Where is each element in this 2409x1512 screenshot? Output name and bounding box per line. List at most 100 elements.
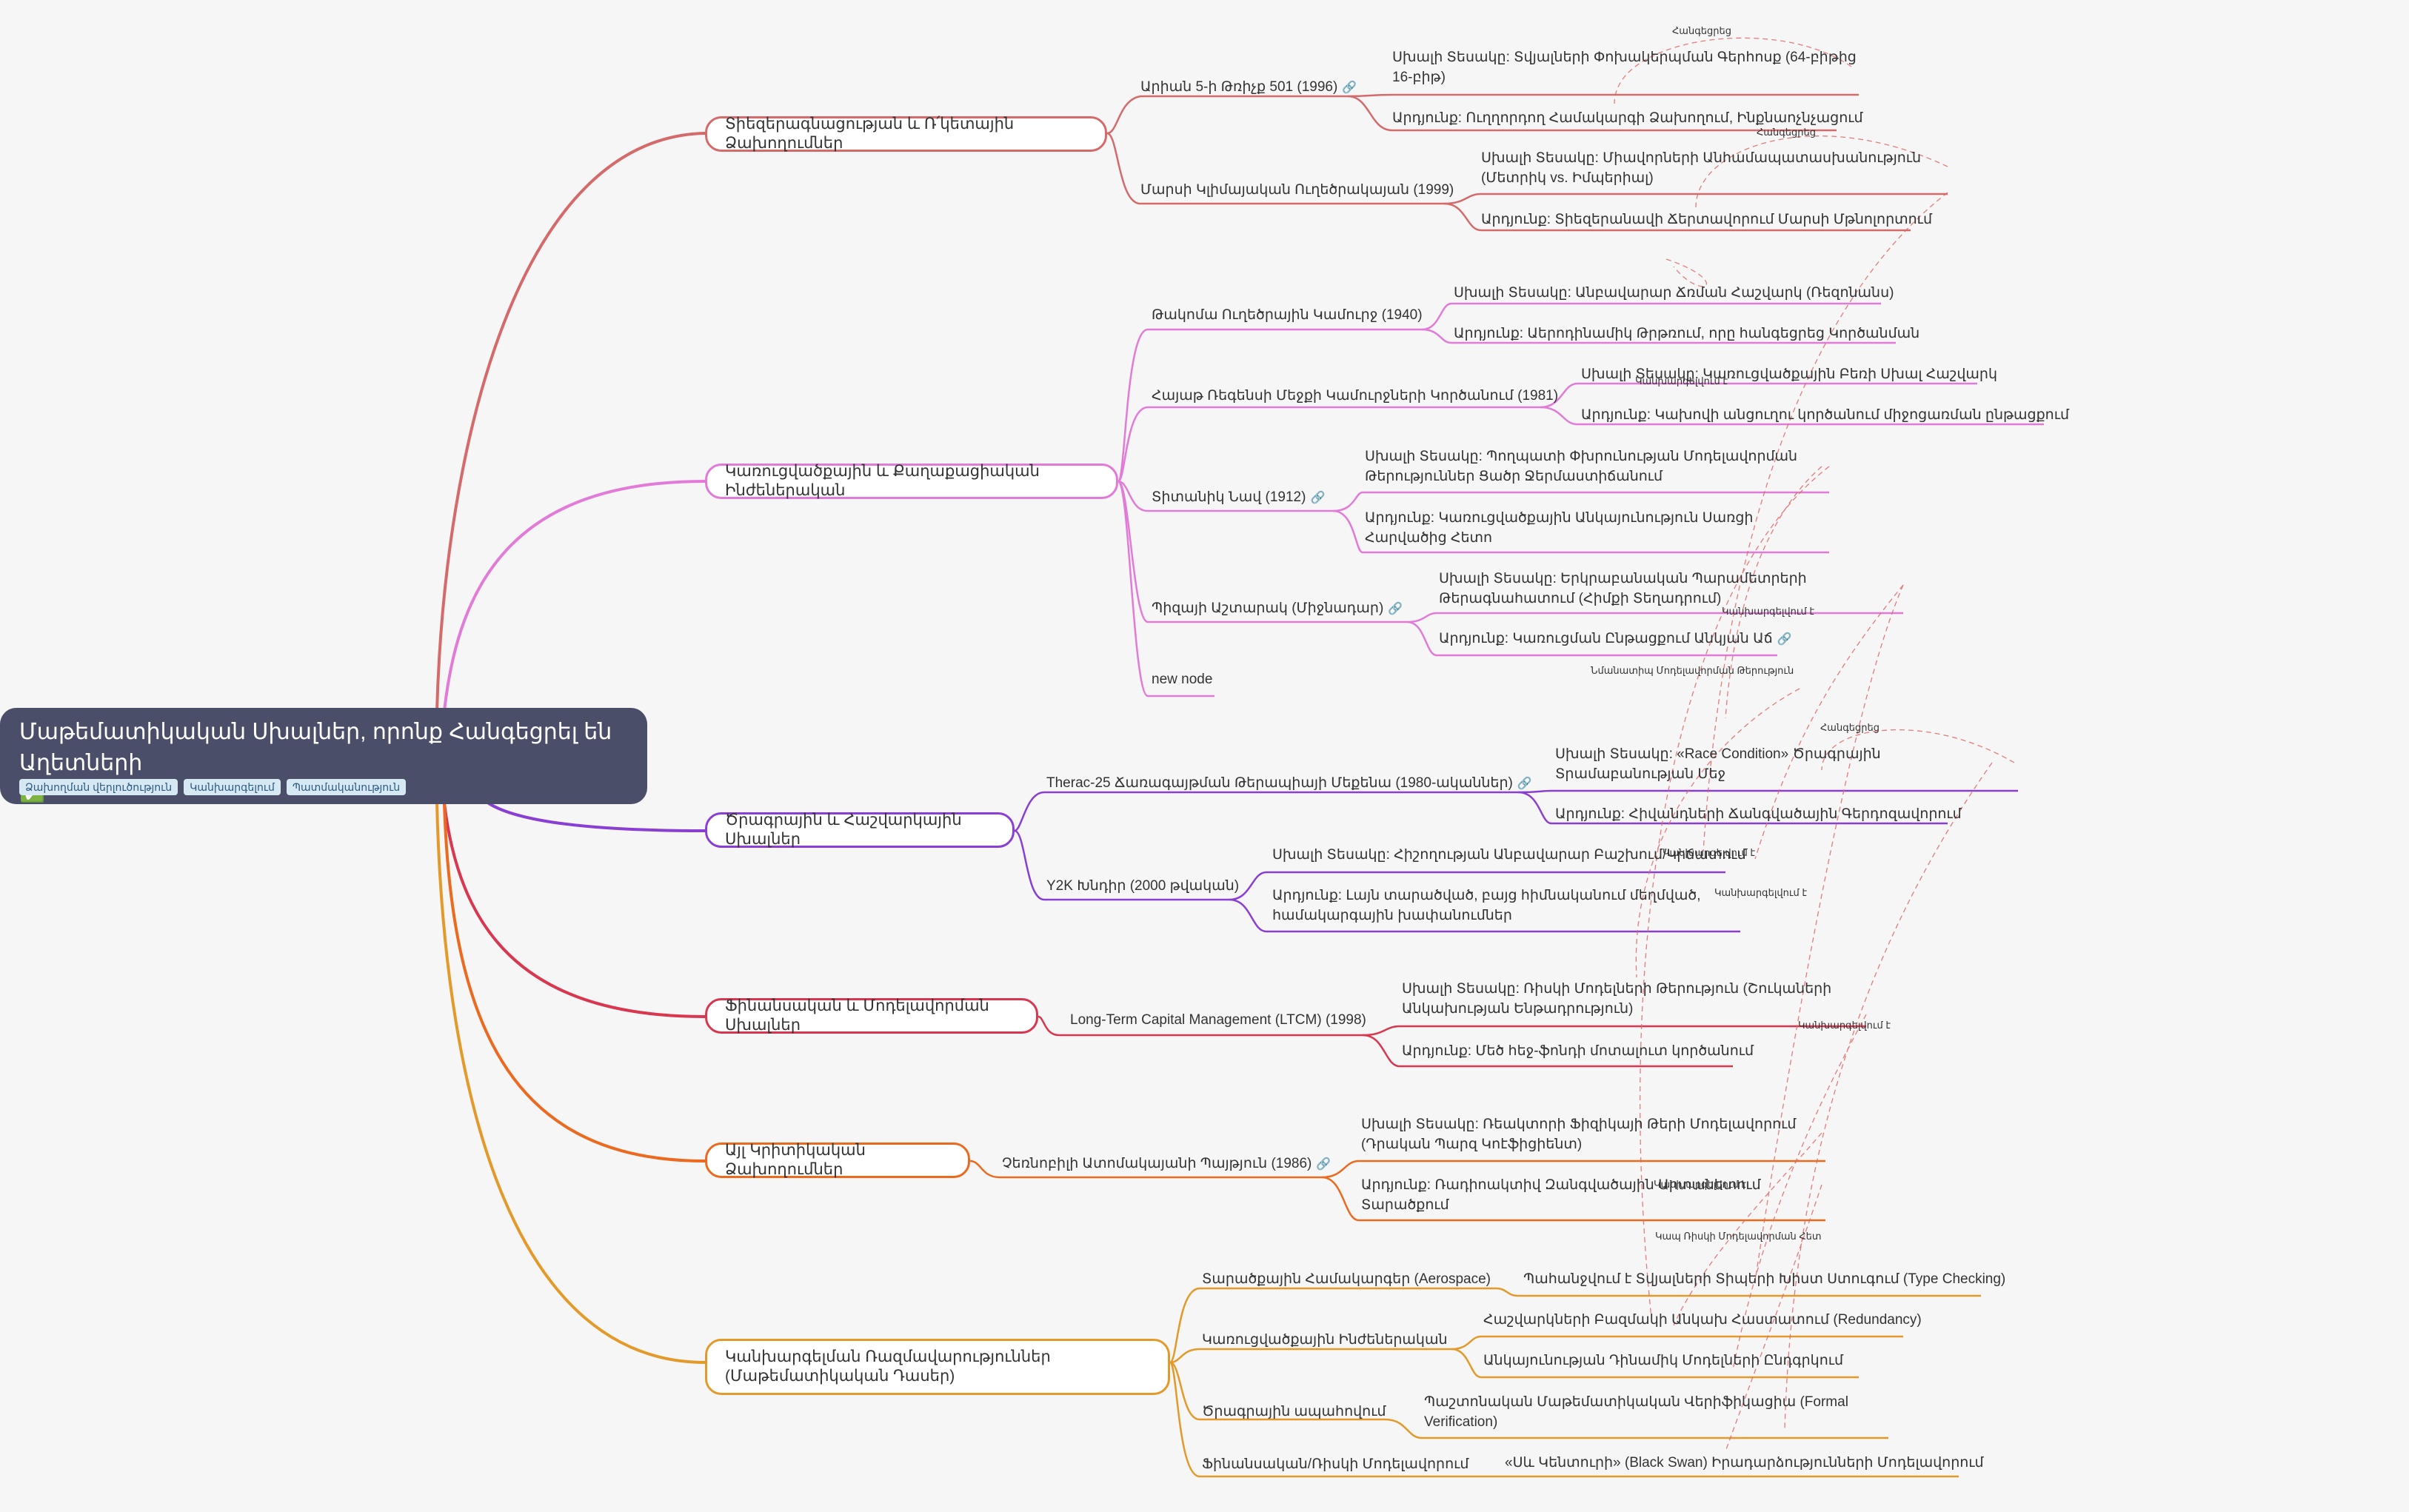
leaf-b6-i0-0[interactable]: Պահանջվում է Տվյալների Տիպերի Խիստ Ստուգ…	[1523, 1271, 2006, 1287]
link-icon[interactable]: 🔗	[1517, 777, 1532, 790]
tag[interactable]: Ձախողման վերլուծություն	[19, 779, 178, 795]
branch-label: Ֆինանսական և Մոդելավորման Սխալներ	[725, 997, 989, 1034]
relation-line-r14	[1665, 258, 1707, 287]
relation-label-r6[interactable]: Կանխարգելվում է	[1663, 847, 1756, 858]
leaf-b3-i0-1[interactable]: Արդյունք: Հիվանդների Ճանգվածային Գերդոզա…	[1555, 806, 1962, 822]
b4-i0-leaf0-link	[1362, 1025, 1866, 1037]
node-b6-i3[interactable]: Ֆինանսական/Ռիսկի Մոդելավորում	[1202, 1456, 1469, 1472]
relation-line-r13	[1703, 192, 1948, 852]
b1-i0-leaf1-link	[1347, 95, 1837, 132]
relation-line-r4	[1635, 688, 1800, 978]
branch-b3[interactable]: Ծրագրային և Հաշվարկային Սխալներ	[705, 812, 1015, 848]
relation-label-r3[interactable]: Կանխարգելվում է	[1722, 606, 1815, 617]
node-b6-i1[interactable]: Կառուցվածքային Ինժեներական	[1202, 1332, 1448, 1348]
b1-link-i1	[1106, 132, 1444, 205]
branch-label: Ծրագրային և Հաշվարկային Սխալներ	[725, 812, 962, 848]
leaf-b6-i3-0[interactable]: «Սև Կենտուրի» (Black Swan) Իրադարձությու…	[1505, 1455, 1984, 1471]
leaf-b5-i0-1[interactable]: Արդյունք: Ռադիոակտիվ Զանգվածային Արտանետ…	[1361, 1177, 1761, 1213]
relation-label-r2[interactable]: Հանգեցրեց	[1757, 127, 1816, 138]
branch-label: Կանխարգելման Ռազմավարություններ (Մաթեմատ…	[725, 1348, 1051, 1385]
node-b3-i1[interactable]: Y2K Խնդիր (2000 թվական)	[1046, 878, 1240, 894]
b6-link-i3	[1169, 1361, 1463, 1478]
leaf-b4-i0-0[interactable]: Սխալի Տեսակը: Ռիսկի Մոդելների Թերություն…	[1402, 981, 1832, 1017]
leaf-b2-i0-1[interactable]: Արդյունք: Աերոդինամիկ Թրթռում, որը հանգե…	[1454, 326, 1920, 341]
leaf-b6-i2-0[interactable]: Պաշտոնական Մաթեմատիկական Վերիֆիկացիա (Fo…	[1424, 1394, 1848, 1430]
link-icon[interactable]: 🔗	[1777, 633, 1792, 646]
leaf-b1-i1-1[interactable]: Արդյունք: Տիեզերանավի Ճերտավորում Մարսի …	[1481, 212, 1932, 227]
relation-line-r2	[1695, 136, 1948, 208]
link-icon[interactable]: 🔗	[1388, 603, 1403, 615]
leaf-b2-i3-1[interactable]: Արդյունք: Կառուցման Ընթացքում Անկյան Աճ🔗	[1439, 631, 1792, 646]
b2-i2-leaf0-link	[1332, 491, 1829, 512]
leaf-b2-i2-1[interactable]: Արդյունք: Կառուցվածքային Անկայունություն…	[1365, 510, 1754, 546]
leaf-b1-i0-1[interactable]: Արդյունք: Ուղղորդող Համակարգի Ձախողում, …	[1392, 110, 1863, 126]
node-b1-i0[interactable]: Արիան 5-ի Թռիչք 501 (1996)🔗	[1140, 79, 1357, 95]
leaf-b6-i1-1[interactable]: Անկայունության Դինամիկ Մոդելների Ընդգրկո…	[1483, 1353, 1844, 1368]
leaf-b2-i0-0[interactable]: Սխալի Տեսակը: Անբավարար Ճռման Հաշվարկ (Ռ…	[1454, 285, 1894, 301]
relation-line-r5	[1821, 729, 2015, 771]
node-b2-i1[interactable]: Հայաթ Ռեգենսի Մեջքի Կամուրջների Կործանու…	[1152, 388, 1559, 404]
branch-b6[interactable]: Կանխարգելման Ռազմավարություններ (Մաթեմատ…	[705, 1339, 1170, 1395]
leaf-b1-i0-0[interactable]: Սխալի Տեսակը: Տվյալների Փոխակերպման Գերհ…	[1392, 50, 1857, 85]
branch-b4[interactable]: Ֆինանսական և Մոդելավորման Սխալներ	[705, 997, 1038, 1034]
leaf-b2-i1-0[interactable]: Սխալի Տեսակը: Կառուցվածքային Բեռի Սխալ Հ…	[1581, 367, 1997, 382]
b2-link-i4	[1117, 480, 1214, 698]
leaf-b2-i3-0[interactable]: Սխալի Տեսակը: Երկրաբանական Պարամետրերի Թ…	[1439, 571, 1807, 606]
leaf-b3-i1-1[interactable]: Արդյունք: Լայն տարածված, բայց հիմնականու…	[1272, 888, 1701, 923]
root-link-b4	[443, 802, 706, 1018]
tag[interactable]: Պատմականություն	[286, 779, 407, 795]
b2-i2-leaf1-link	[1332, 509, 1829, 554]
root-title: Մաթեմատիկական Սխալներ, որոնք Հանգեցրել ե…	[19, 720, 612, 775]
b4-i0-leaf1-link	[1362, 1034, 1733, 1068]
leaf-b4-i0-1[interactable]: Արդյունք: Մեծ հեջ-ֆոնդի մոտալուտ կործանո…	[1402, 1043, 1754, 1059]
leaf-b5-i0-0[interactable]: Սխալի Տեսակը: Ռեակտորի Ֆիզիկայի Թերի Մոդ…	[1361, 1117, 1797, 1152]
leaf-b2-i2-0[interactable]: Սխալի Տեսակը: Պողպատի Փխրունության Մոդել…	[1365, 449, 1798, 484]
b5-link-i0	[969, 1160, 1322, 1179]
b2-link-i1	[1117, 406, 1540, 483]
node-b6-i2[interactable]: Ծրագրային ապահովում	[1202, 1404, 1386, 1419]
link-icon[interactable]: 🔗	[1342, 81, 1357, 94]
leaf-b3-i0-0[interactable]: Սխալի Տեսակը: «Race Condition» Ծրագրային…	[1555, 746, 1881, 782]
branch-label: Այլ Կրիտիկական Ձախողումներ	[725, 1142, 866, 1178]
relation-label-r10[interactable]: Կապ Ռիսկի Մոդելավորման Հետ	[1655, 1231, 1822, 1242]
node-b2-i3[interactable]: Պիզայի Աշտարակ (Միջնադար)🔗	[1152, 601, 1403, 616]
leaf-b1-i1-0[interactable]: Սխալի Տեսակը: Միավորների Անհամապատասխանո…	[1481, 150, 1922, 186]
node-b5-i0[interactable]: Չեռնոբիլի Ատոմակայանի Պայթյուն (1986)🔗	[1002, 1156, 1332, 1171]
relation-label-r7[interactable]: Կանխարգելվում է	[1714, 887, 1808, 898]
relation-line-r10	[1725, 1184, 1822, 1452]
link-icon[interactable]: 🔗	[1316, 1158, 1332, 1171]
root-link-b5	[443, 802, 706, 1163]
tag[interactable]: Կանխարգելում	[184, 779, 281, 795]
b2-i0-leaf1-link	[1421, 328, 1896, 344]
branch-label: Տիեզերագնացության և Ռ͏՛կետային Ձախողումն…	[725, 116, 1015, 152]
branch-b2[interactable]: Կառուցվածքային և Քաղաքացիական Ինժեներակա…	[705, 463, 1118, 499]
node-b2-i4[interactable]: new node	[1152, 672, 1213, 687]
relation-label-r4[interactable]: Նմանատիպ Մոդելավորման Թերություն	[1591, 665, 1794, 676]
b6-i1-leaf1-link	[1451, 1348, 1859, 1379]
link-icon[interactable]: 🔗	[1310, 492, 1326, 504]
relation-label-r11[interactable]: Կանխարգելվում է	[1635, 375, 1728, 387]
leaf-b3-i1-0[interactable]: Սխալի Տեսակը: Հիշողության Անբավարար Բաշխ…	[1272, 847, 1746, 863]
relation-label-r9[interactable]: Կանխարգելվում է	[1654, 1179, 1747, 1190]
node-b4-i0[interactable]: Long-Term Capital Management (LTCM) (199…	[1070, 1012, 1366, 1028]
node-b2-i2[interactable]: Տիտանիկ Նավ (1912)🔗	[1152, 489, 1326, 505]
b2-link-i0	[1117, 328, 1422, 483]
node-b1-i1[interactable]: Մարսի Կլիմայական Ուղեծրակայան (1999)	[1140, 182, 1454, 198]
node-b6-i0[interactable]: Տարածքային Համակարգեր (Aerospace)	[1202, 1271, 1491, 1287]
relation-line-r6	[1754, 584, 1904, 1282]
b3-i1-leaf0-link	[1229, 871, 1725, 901]
node-b3-i0[interactable]: Therac-25 Ճառագայթման Թերապիայի Մեքենա (…	[1046, 775, 1532, 791]
leaf-b2-i1-1[interactable]: Արդյունք: Կախովի անցուղու կործանում միջո…	[1581, 407, 2069, 423]
node-b2-i0[interactable]: Թակոմա Ուղեծրային Կամուրջ (1940)	[1152, 307, 1423, 323]
relation-label-r1[interactable]: Հանգեցրեց	[1672, 25, 1731, 36]
b3-i0-leaf1-link	[1517, 791, 1948, 825]
branch-b1[interactable]: Տիեզերագնացության և Ռ͏՛կետային Ձախողումն…	[705, 116, 1107, 152]
b2-i1-leaf1-link	[1540, 406, 2044, 426]
relation-label-r8[interactable]: Կանխարգելվում է	[1798, 1020, 1891, 1031]
branch-b5[interactable]: Այլ Կրիտիկական Ձախողումներ	[705, 1142, 970, 1178]
root-node[interactable]: Մաթեմատիկական Սխալներ, որոնք Հանգեցրել ե…	[0, 708, 647, 804]
leaf-b6-i1-0[interactable]: Հաշվարկների Բազմակի Անկախ Հաստատում (Red…	[1483, 1312, 1922, 1328]
relation-label-r5[interactable]: Հանգեցրեց	[1820, 722, 1880, 733]
b2-i3-leaf0-link	[1406, 612, 1903, 623]
